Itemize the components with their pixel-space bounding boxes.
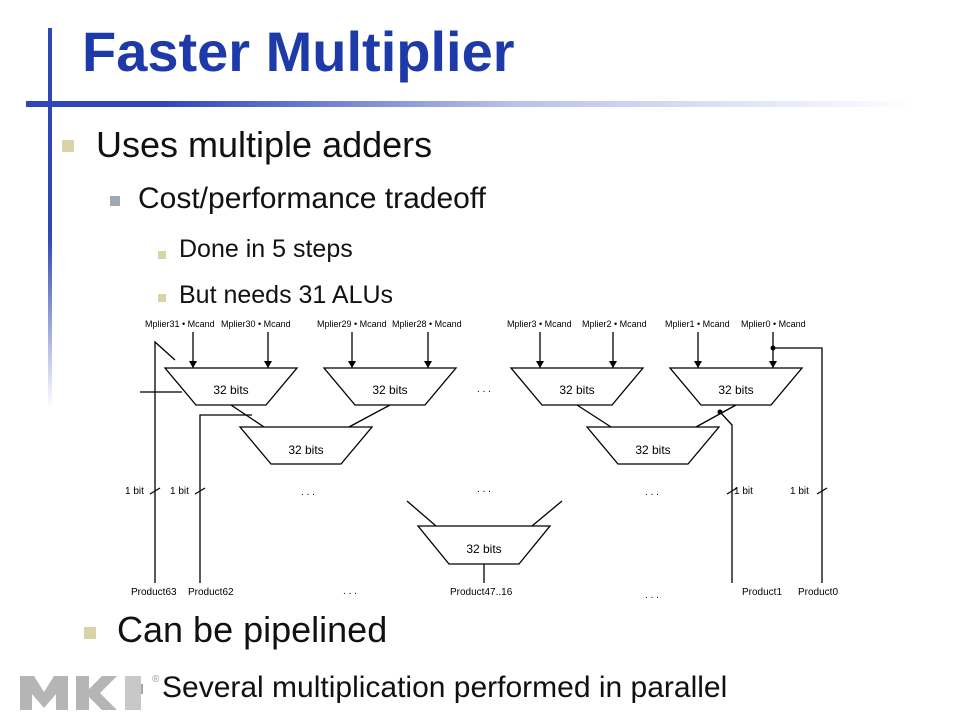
registered-mark: ®: [152, 674, 160, 685]
output-label: Product62: [188, 587, 234, 598]
bullet-square-icon: [158, 251, 166, 259]
bit-label: 1 bit: [734, 486, 753, 497]
output-label: Product63: [131, 587, 177, 598]
bullet-needs-31-alus: But needs 31 ALUs: [179, 281, 394, 309]
input-label: Mplier3 • Mcand: [507, 319, 572, 329]
input-label: Mplier1 • Mcand: [665, 319, 730, 329]
input-label: Mplier28 • Mcand: [392, 319, 462, 329]
output-label: Product0: [798, 587, 838, 598]
bullet-square-icon: [62, 140, 74, 152]
ellipsis: . . .: [645, 590, 659, 601]
bullet-square-icon: [110, 196, 120, 206]
adder-top-2: [322, 367, 458, 406]
bullet-can-be-pipelined: Can be pipelined: [117, 609, 388, 650]
adder-bottom: [416, 525, 552, 565]
output-label: Product47..16: [450, 587, 513, 598]
adder-mid-2: [585, 426, 721, 465]
bit-label: 1 bit: [170, 486, 189, 497]
bullet-cost-performance: Cost/performance tradeoff: [138, 182, 486, 215]
bullet-several-multiplication: Several multiplication performed in para…: [162, 671, 728, 704]
adder-label: 32 bits: [372, 383, 407, 397]
ellipsis: . . .: [477, 484, 491, 495]
adder-label: 32 bits: [466, 542, 501, 556]
input-label: Mplier0 • Mcand: [741, 319, 806, 329]
adder-label: 32 bits: [718, 383, 753, 397]
adder-label: 32 bits: [635, 443, 670, 457]
bullet-square-icon: [158, 294, 166, 302]
bullet-done-in-5-steps: Done in 5 steps: [179, 235, 353, 263]
input-label: Mplier2 • Mcand: [582, 319, 647, 329]
title-accent-vertical-bar: [48, 28, 52, 408]
adder-label: 32 bits: [288, 443, 323, 457]
adder-top-1: [163, 367, 299, 406]
bit-label: 1 bit: [790, 486, 809, 497]
ellipsis: . . .: [301, 487, 315, 498]
ellipsis: . . .: [645, 487, 659, 498]
bit-label: 1 bit: [125, 486, 144, 497]
bullet-uses-multiple-adders: Uses multiple adders: [96, 124, 433, 165]
adder-label: 32 bits: [213, 383, 248, 397]
bullet-square-icon: [84, 627, 96, 639]
input-label: Mplier29 • Mcand: [317, 319, 387, 329]
adder-label: 32 bits: [559, 383, 594, 397]
adder-top-4: [668, 367, 804, 406]
slide-title: Faster Multiplier: [82, 20, 515, 83]
ellipsis: . . .: [343, 586, 357, 597]
adder-top-3: [509, 367, 645, 406]
output-label: Product1: [742, 587, 782, 598]
title-accent-horizontal-bar: [26, 101, 916, 107]
input-label: Mplier31 • Mcand: [145, 319, 215, 329]
adder-mid-1: [238, 426, 374, 465]
university-logo-icon: ®: [20, 674, 160, 710]
input-label: Mplier30 • Mcand: [221, 319, 291, 329]
ellipsis: . . .: [477, 384, 491, 395]
